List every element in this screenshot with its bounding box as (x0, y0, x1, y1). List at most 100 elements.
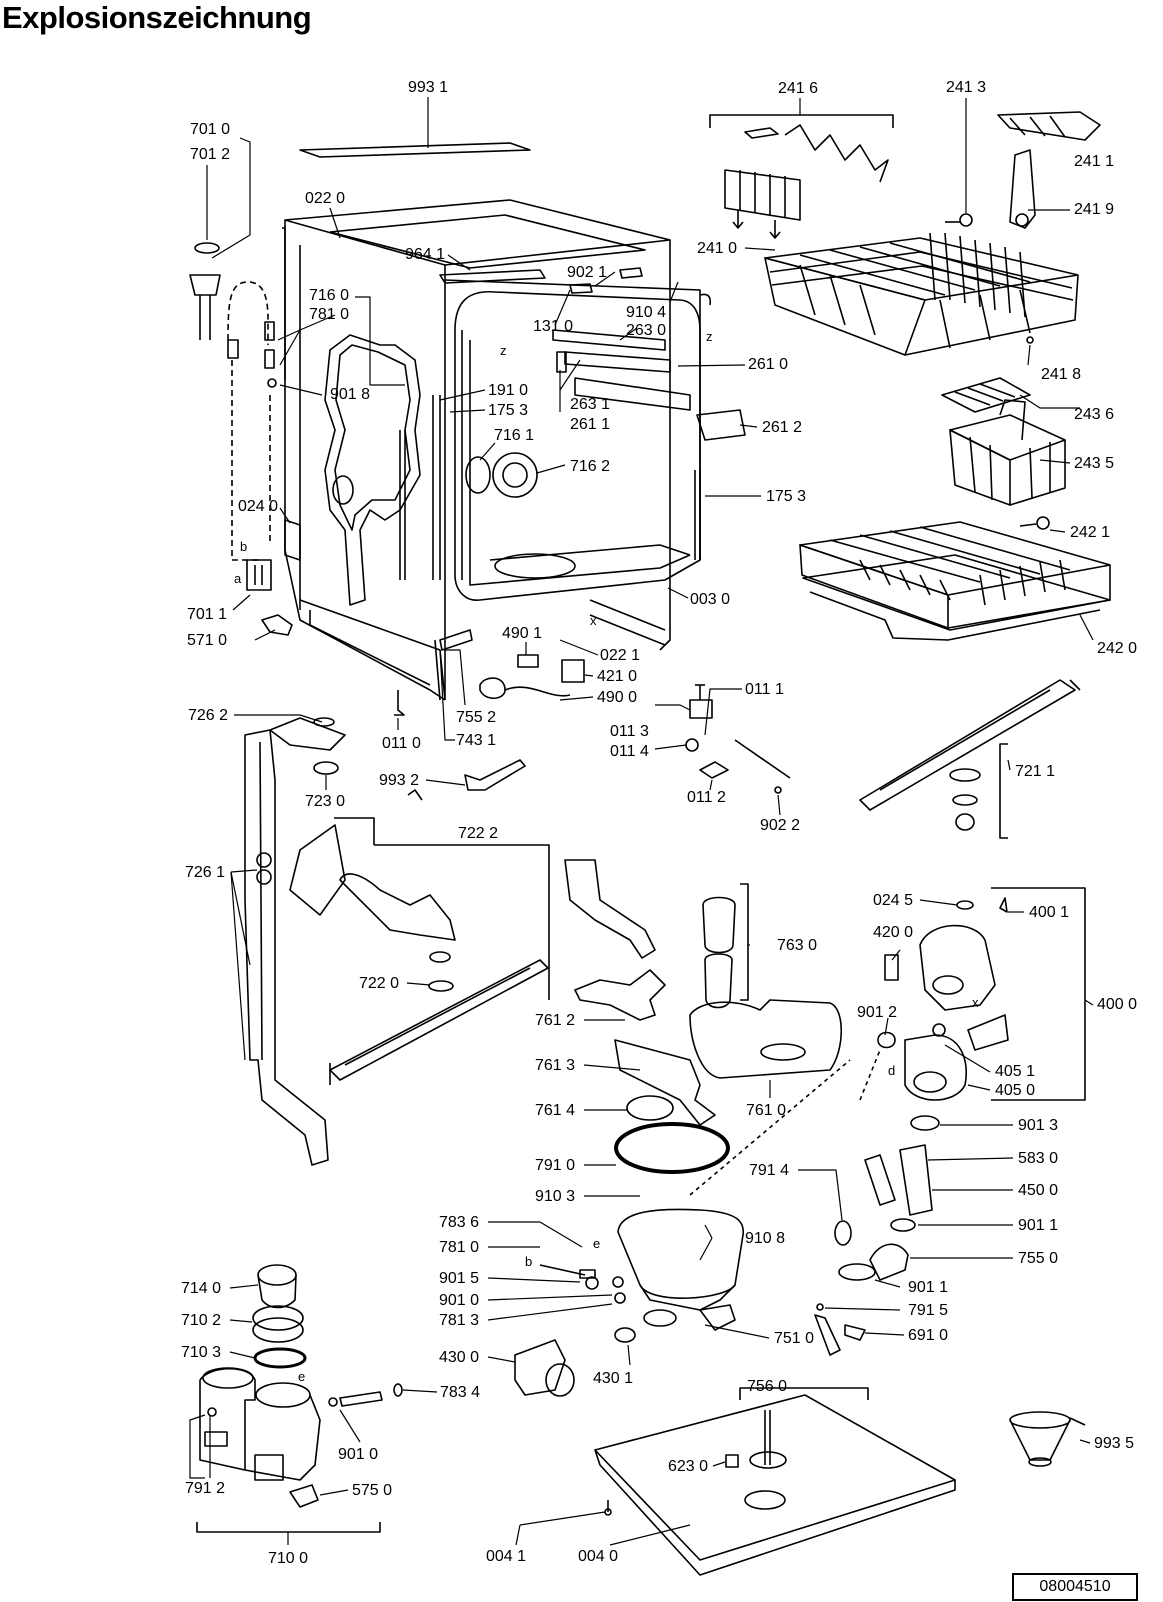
part-label: 716 0 (309, 287, 350, 304)
part-label: 241 0 (697, 240, 738, 257)
part-label: 575 0 (352, 1482, 393, 1499)
part-label: 701 1 (187, 606, 228, 623)
part-label: 011 4 (610, 743, 649, 760)
part-label: 761 3 (535, 1057, 576, 1074)
part-label: 420 0 (873, 924, 914, 941)
part-label: 993 1 (408, 79, 449, 96)
part-label: 011 2 (687, 789, 726, 806)
part-label: 710 2 (181, 1312, 222, 1329)
part-label: 421 0 (597, 668, 638, 685)
axis-letter: z (500, 343, 507, 358)
part-label: 004 1 (486, 1548, 527, 1565)
door-frame (282, 227, 286, 380)
part-label: 901 1 (1018, 1217, 1059, 1234)
part-label: 761 0 (746, 1102, 787, 1119)
part-label: 721 1 (1015, 763, 1056, 780)
part-label: 430 0 (439, 1349, 480, 1366)
part-label: 781 3 (439, 1312, 480, 1329)
part-label: 993 5 (1094, 1435, 1135, 1452)
part-label: 261 2 (762, 419, 803, 436)
axis-letter: a (234, 571, 242, 586)
part-label: 490 1 (502, 625, 543, 642)
part-label: 241 1 (1074, 153, 1115, 170)
part-label: 902 1 (567, 264, 608, 281)
part-label: 783 4 (440, 1384, 481, 1401)
part-label: 763 0 (777, 937, 818, 954)
part-label: 241 6 (778, 80, 819, 97)
part-label: 691 0 (908, 1327, 949, 1344)
part-label: 710 0 (268, 1550, 309, 1567)
part-label: 761 2 (535, 1012, 576, 1029)
part-label: 241 8 (1041, 366, 1082, 383)
part-label: 993 2 (379, 772, 420, 789)
part-label: 450 0 (1018, 1182, 1059, 1199)
part-label: 131 0 (533, 318, 574, 335)
part-label: 901 8 (330, 386, 371, 403)
funnel (1009, 1411, 1086, 1467)
part-label: 755 0 (1018, 1250, 1059, 1267)
part-label: 011 1 (745, 681, 784, 698)
part-label: 004 0 (578, 1548, 619, 1565)
part-label: 743 1 (456, 732, 497, 749)
axis-letter: b (525, 1254, 533, 1269)
part-label: 910 3 (535, 1188, 576, 1205)
basket-accessories (709, 111, 1101, 506)
misc-parts (407, 654, 791, 801)
part-label: 964 1 (405, 246, 446, 263)
drain-parts (814, 1115, 940, 1356)
part-label: 243 6 (1074, 406, 1115, 423)
part-label: 902 2 (760, 817, 801, 834)
part-label: 751 0 (774, 1330, 815, 1347)
part-label: 241 9 (1074, 201, 1115, 218)
part-label: 726 1 (185, 864, 226, 881)
part-label: 714 0 (181, 1280, 222, 1297)
sump-filter (539, 859, 851, 1331)
part-label: 263 0 (626, 322, 667, 339)
page-title: Explosionszeichnung (2, 0, 312, 35)
axis-letter: x (590, 613, 597, 628)
part-label: 024 5 (873, 892, 914, 909)
part-label: 781 0 (309, 306, 350, 323)
part-label: 242 1 (1070, 524, 1111, 541)
part-label: 261 1 (570, 416, 611, 433)
part-label: 755 2 (456, 709, 497, 726)
circulation-pump (859, 887, 1086, 1101)
axis-letter: b (240, 539, 248, 554)
part-label: 901 0 (439, 1292, 480, 1309)
part-label: 716 1 (494, 427, 535, 444)
part-label: 175 3 (488, 402, 529, 419)
part-label: 901 0 (338, 1446, 379, 1463)
part-label: 175 3 (766, 488, 807, 505)
part-label: 430 1 (593, 1370, 634, 1387)
part-label: 910 8 (745, 1230, 786, 1247)
part-label: 756 0 (747, 1378, 788, 1395)
part-label: 022 1 (600, 647, 641, 664)
part-label: 191 0 (488, 382, 529, 399)
part-label: 583 0 (1018, 1150, 1059, 1167)
part-label: 901 1 (908, 1279, 949, 1296)
part-label: 022 0 (305, 190, 346, 207)
axis-letter: e (298, 1369, 306, 1384)
part-label: 901 2 (857, 1004, 898, 1021)
part-label: 791 5 (908, 1302, 949, 1319)
part-label: 761 4 (535, 1102, 576, 1119)
part-label: 243 5 (1074, 455, 1115, 472)
part-label: 701 0 (190, 121, 231, 138)
part-label: 701 2 (190, 146, 231, 163)
lower-basket (799, 516, 1111, 641)
part-label: 781 0 (439, 1239, 480, 1256)
part-label: 791 0 (535, 1157, 576, 1174)
part-label: 723 0 (305, 793, 346, 810)
part-label: 405 0 (995, 1082, 1036, 1099)
part-label: 710 3 (181, 1344, 222, 1361)
part-label: 791 2 (185, 1480, 226, 1497)
part-label: 242 0 (1097, 640, 1138, 657)
part-label: 901 3 (1018, 1117, 1059, 1134)
axis-letter: z (706, 329, 713, 344)
part-label: 011 3 (610, 723, 649, 740)
axis-letter: e (593, 1236, 601, 1251)
upper-basket (764, 232, 1079, 356)
inlet-hose-parts (189, 242, 301, 636)
upper-spray-arm (859, 679, 1081, 839)
part-label: 783 6 (439, 1214, 480, 1231)
